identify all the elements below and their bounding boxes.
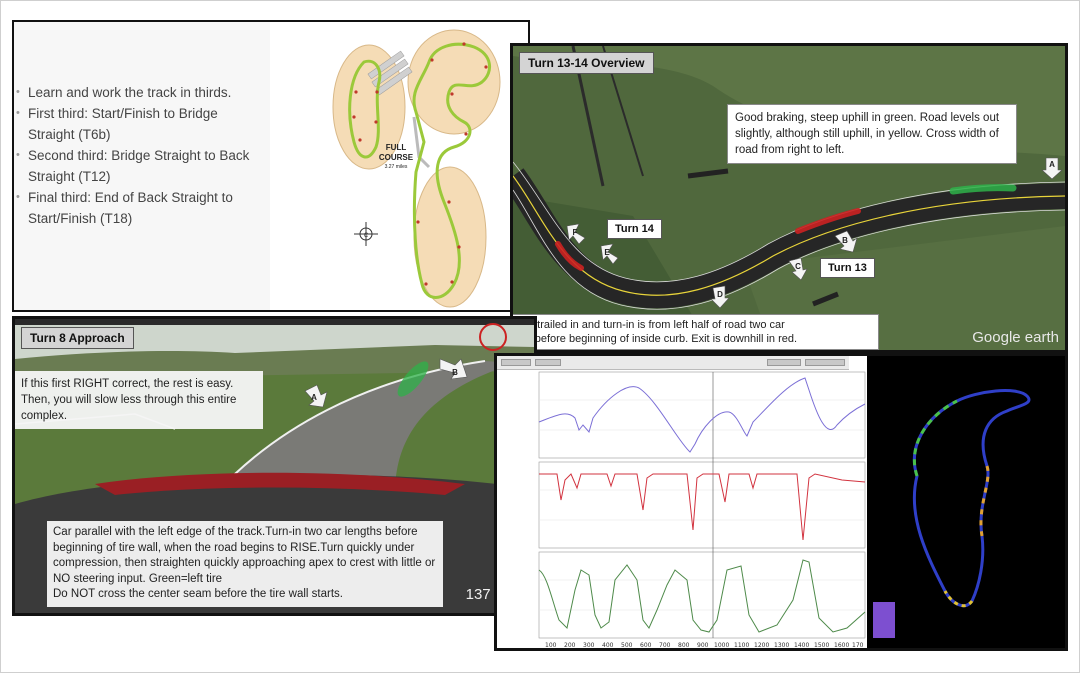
bullet-list: Learn and work the track in thirds. Firs… [16, 82, 266, 229]
svg-text:A: A [1049, 160, 1055, 169]
callout-bottom: kes trailed in and turn-in is from left … [513, 314, 879, 350]
svg-text:170: 170 [852, 642, 864, 649]
red-exit-zone-turn14 [555, 241, 584, 271]
svg-text:C: C [795, 262, 801, 271]
telemetry-charts: 100 200 300 400 500 600 700 800 900 1000… [538, 371, 866, 649]
turn-13-label: Turn 13 [820, 258, 875, 278]
google-earth-watermark: Google earth [972, 329, 1059, 346]
svg-text:1100: 1100 [734, 642, 749, 649]
slide-title: Turn 8 Approach [21, 327, 134, 349]
map-label-distance: 3.27 miles [385, 164, 408, 170]
turn-13-14-overview-slide[interactable]: A B C D E F Turn 13-14 Overview Good bra… [510, 43, 1068, 353]
svg-text:B: B [842, 236, 848, 245]
speed-trace [538, 377, 866, 453]
final-third-zone [413, 166, 487, 308]
bullet-item: Second third: Bridge Straight to Back St… [16, 145, 266, 187]
full-course-map: FULL COURSE 3.27 miles C [304, 22, 528, 310]
data-telemetry-slide[interactable]: 100 200 300 400 500 600 700 800 900 1000… [494, 353, 1068, 651]
svg-text:500: 500 [621, 642, 633, 649]
svg-text:1600: 1600 [834, 642, 849, 649]
svg-text:400: 400 [602, 642, 614, 649]
arrow-b-letter: B [452, 368, 458, 377]
toolbar-control[interactable] [805, 359, 845, 366]
map-label-course: COURSE [379, 153, 414, 162]
note-bottom: Car parallel with the left edge of the t… [47, 521, 443, 607]
paddock-area [367, 50, 413, 96]
green-tire-line [397, 361, 429, 397]
track-outline [412, 42, 491, 299]
telemetry-toolbar[interactable] [497, 356, 849, 370]
toolbar-control[interactable] [501, 359, 531, 366]
svg-text:1500: 1500 [814, 642, 829, 649]
turn-14-label: Turn 14 [607, 219, 662, 239]
svg-text:1200: 1200 [754, 642, 769, 649]
svg-text:700: 700 [659, 642, 671, 649]
gps-track-map [867, 356, 1065, 648]
mini-overview [873, 602, 895, 638]
bullet-panel: Learn and work the track in thirds. Firs… [14, 22, 270, 310]
svg-text:1000: 1000 [714, 642, 729, 649]
chart-gridlines [539, 399, 865, 611]
svg-text:300: 300 [583, 642, 595, 649]
turn-8-approach-slide[interactable]: A B Turn 8 Approach If this first RIGHT … [12, 316, 537, 616]
svg-text:F: F [573, 228, 578, 237]
bullet-item: Learn and work the track in thirds. [16, 82, 266, 103]
svg-text:600: 600 [640, 642, 652, 649]
arrow-a-letter: A [311, 393, 317, 402]
arrow-markers [304, 358, 468, 408]
compass-icon: C [354, 222, 378, 246]
x-axis-ticks: 100 200 300 400 500 600 700 800 900 1000… [545, 642, 864, 649]
svg-text:1400: 1400 [794, 642, 809, 649]
mirror-marker [479, 323, 507, 351]
throttle-trace [538, 559, 866, 633]
svg-text:900: 900 [697, 642, 709, 649]
slide-title: Turn 13-14 Overview [519, 52, 654, 74]
aerial-view: A B C D E F [513, 46, 1065, 350]
toolbar-control[interactable] [535, 359, 561, 366]
svg-text:C: C [364, 233, 369, 239]
first-third-track [348, 59, 382, 159]
svg-text:100: 100 [545, 642, 557, 649]
turn-markers [352, 42, 488, 286]
bullet-item: Final third: End of Back Straight to Sta… [16, 187, 266, 229]
callout-top: Good braking, steep uphill in green. Roa… [727, 104, 1017, 164]
gps-track-line [912, 389, 1031, 608]
arrow-markers [566, 157, 1063, 309]
bullet-item: First third: Start/Finish to Bridge Stra… [16, 103, 266, 145]
road-surface [215, 361, 515, 494]
red-exit-zone [795, 208, 861, 234]
map-label-full: FULL [386, 143, 407, 152]
svg-text:D: D [717, 290, 723, 299]
svg-text:1300: 1300 [774, 642, 789, 649]
toolbar-control[interactable] [767, 359, 801, 366]
arrow-letters: A B C D E F [573, 160, 1056, 299]
svg-text:200: 200 [564, 642, 576, 649]
brake-trace [539, 473, 866, 541]
svg-text:E: E [604, 248, 610, 257]
note-top: If this first RIGHT correct, the rest is… [15, 371, 263, 429]
svg-text:800: 800 [678, 642, 690, 649]
green-braking-zone [949, 184, 1017, 195]
track-thirds-slide[interactable]: Learn and work the track in thirds. Firs… [12, 20, 530, 312]
